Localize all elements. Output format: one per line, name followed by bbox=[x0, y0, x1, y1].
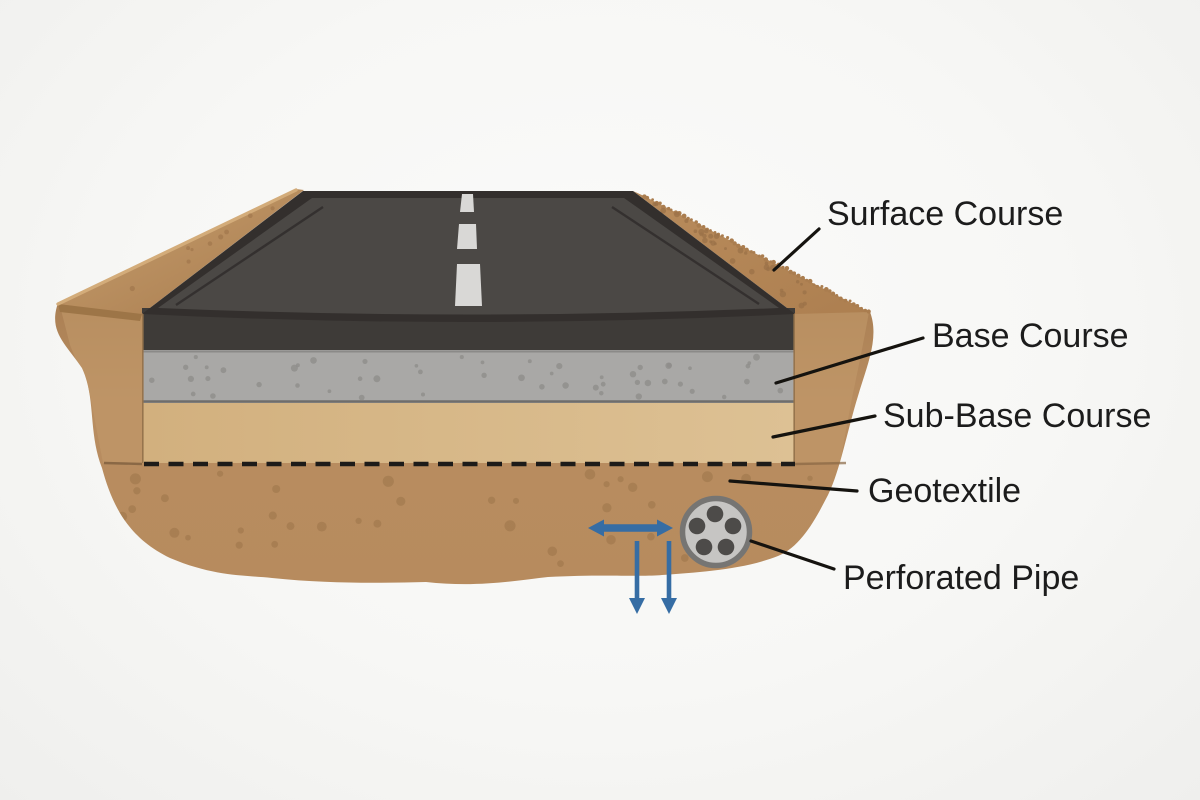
geotextile-seam-left bbox=[103, 461, 143, 466]
sub-base-course-leader-line bbox=[771, 414, 877, 439]
down-flow-arrow-right-icon bbox=[661, 541, 677, 614]
pipe-hole bbox=[717, 538, 735, 556]
asphalt-crease-right bbox=[611, 205, 760, 306]
lane-dash-mid bbox=[457, 224, 477, 249]
right-shoulder bbox=[633, 191, 871, 314]
labels: Surface Course Base Course Sub-Base Cour… bbox=[827, 195, 1151, 597]
left-shoulder-slope bbox=[58, 189, 304, 314]
right-shoulder-speckles bbox=[652, 202, 807, 309]
lane-dash-near bbox=[455, 264, 482, 306]
sub-base-course-label: Sub-Base Course bbox=[883, 397, 1151, 435]
base-course-leader-line bbox=[774, 336, 925, 385]
leader-lines bbox=[728, 227, 925, 571]
asphalt-crease-left bbox=[175, 206, 324, 306]
perforated-pipe-leader-line bbox=[749, 539, 836, 571]
asphalt-surface bbox=[158, 198, 779, 315]
left-shoulder-highlight bbox=[56, 188, 298, 306]
pavement-front-face bbox=[142, 308, 796, 463]
left-shoulder bbox=[56, 188, 304, 321]
pipe-hole bbox=[724, 517, 742, 535]
geotextile-leader-line bbox=[728, 479, 859, 493]
lane-markings bbox=[455, 194, 482, 306]
perforated-pipe bbox=[679, 495, 753, 569]
base-course-label: Base Course bbox=[932, 317, 1129, 355]
geotextile-seam-right bbox=[794, 461, 847, 466]
sub-base-course-layer bbox=[142, 403, 795, 463]
lane-dash-far bbox=[460, 194, 474, 212]
asphalt-top-surface bbox=[142, 191, 795, 322]
pipe-hole bbox=[688, 517, 706, 535]
water-flow-arrows bbox=[588, 519, 677, 614]
horizontal-flow-arrow-icon bbox=[588, 519, 673, 537]
pipe-hole bbox=[695, 538, 713, 556]
surface-course-leader-line bbox=[772, 227, 821, 272]
perforated-pipe-label: Perforated Pipe bbox=[843, 559, 1079, 597]
down-flow-arrow-left-icon bbox=[629, 541, 645, 614]
soil-shading bbox=[60, 306, 869, 463]
geotextile-layer bbox=[103, 461, 847, 467]
base-course-aggregate-dots bbox=[149, 353, 784, 401]
surface-course-label: Surface Course bbox=[827, 195, 1063, 233]
base-course-layer bbox=[142, 350, 795, 403]
left-shoulder-ledge-face bbox=[58, 304, 142, 321]
geotextile-label: Geotextile bbox=[868, 472, 1021, 510]
pipe-hole bbox=[706, 505, 724, 523]
left-shoulder-speckles bbox=[129, 206, 275, 292]
